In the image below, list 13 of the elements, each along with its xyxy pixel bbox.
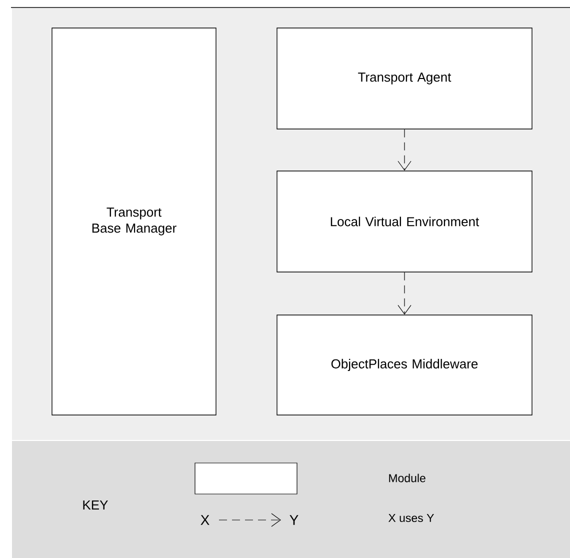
module-box: Local Virtual Environment [276, 170, 532, 272]
key-symbol-label: X [200, 515, 210, 525]
key-symbol-label: Y [290, 515, 298, 525]
legend-text: X uses Y [388, 514, 434, 522]
arrow [398, 272, 412, 315]
module-box: ObjectPlaces Middleware [276, 314, 532, 416]
legend-text: Module [389, 474, 426, 482]
module-box: Transport Base Manager [52, 28, 216, 416]
arrow [218, 513, 281, 527]
arrow [398, 129, 412, 171]
module-box: Transport Agent [276, 28, 532, 130]
module-symbol [194, 462, 298, 494]
key-label: KEY [83, 500, 108, 510]
